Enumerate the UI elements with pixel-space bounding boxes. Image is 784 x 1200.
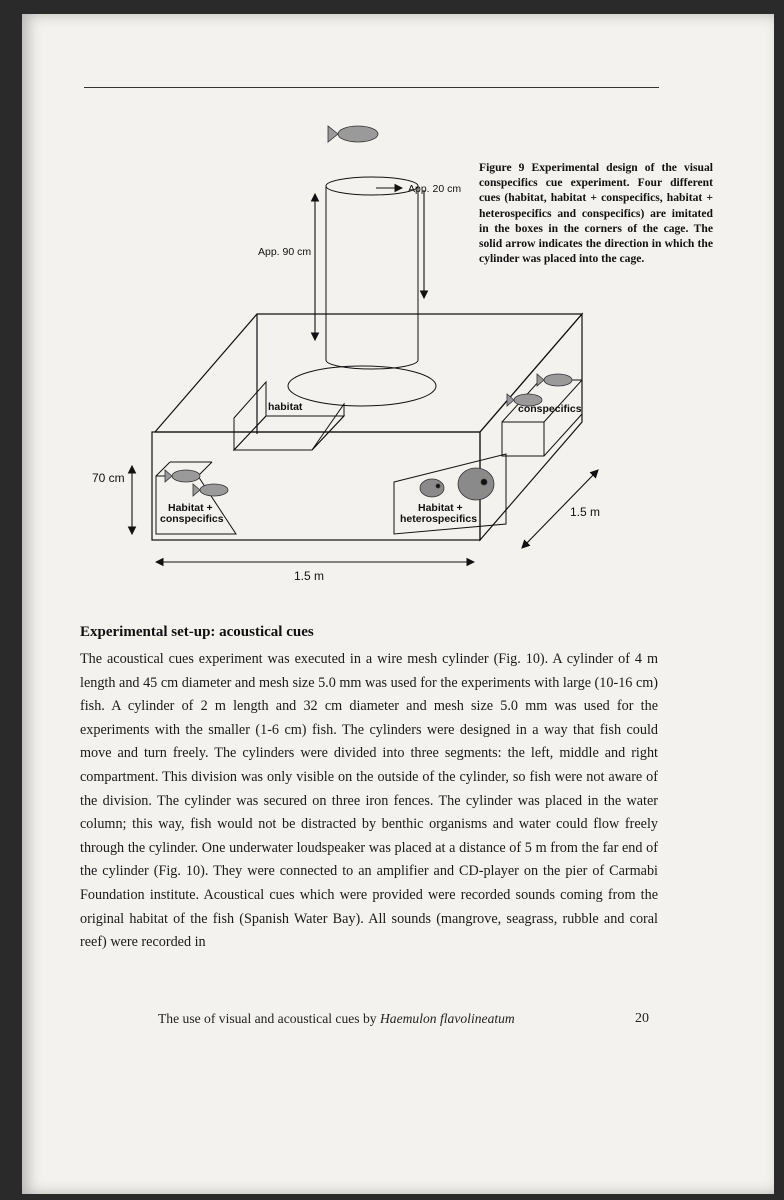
footer-species: Haemulon flavolineatum	[379, 1011, 515, 1026]
running-footer: The use of visual and acoustical cues by…	[158, 1011, 515, 1027]
conspecific-fish-icon	[506, 373, 573, 407]
label-app-20: App. 20 cm	[408, 183, 461, 195]
label-habitat-conspecifics-2: conspecifics	[160, 513, 224, 525]
habitat-heterospecifics-box	[393, 453, 507, 535]
label-habitat-heterospecifics-2: heterospecifics	[400, 513, 477, 525]
figure-9: App. 20 cm App. 90 cm habitat conspecifi…	[22, 14, 774, 634]
footer-title-prefix: The use of visual and acoustical cues by	[158, 1011, 377, 1026]
label-habitat: habitat	[268, 401, 303, 413]
page-number: 20	[635, 1011, 649, 1026]
cylinder	[287, 176, 437, 407]
figure-caption: Figure 9 Experimental design of the visu…	[479, 161, 713, 266]
experimental-design-diagram: App. 20 cm App. 90 cm habitat conspecifi…	[92, 125, 600, 583]
document-page: App. 20 cm App. 90 cm habitat conspecifi…	[22, 14, 774, 1194]
fish-icon	[327, 125, 379, 143]
label-width: 1.5 m	[294, 569, 324, 583]
label-depth: 1.5 m	[570, 505, 600, 519]
cylinder-placement-ellipse	[287, 365, 437, 407]
habitat-conspecific-fish-icon	[164, 469, 229, 497]
label-habitat-heterospecifics-1: Habitat +	[418, 502, 463, 514]
label-habitat-conspecifics-1: Habitat +	[168, 502, 213, 514]
label-app-90: App. 90 cm	[258, 246, 311, 258]
heterospecific-fish-icon	[419, 467, 495, 501]
depth-arrow	[521, 469, 599, 549]
header-rule	[84, 87, 659, 88]
conspecifics-box	[501, 379, 583, 457]
section-heading: Experimental set-up: acoustical cues	[80, 624, 314, 640]
label-height: 70 cm	[92, 471, 125, 485]
body-paragraph: The acoustical cues experiment was execu…	[80, 651, 658, 951]
cage-right-side	[479, 312, 583, 542]
label-conspecifics: conspecifics	[518, 403, 582, 415]
